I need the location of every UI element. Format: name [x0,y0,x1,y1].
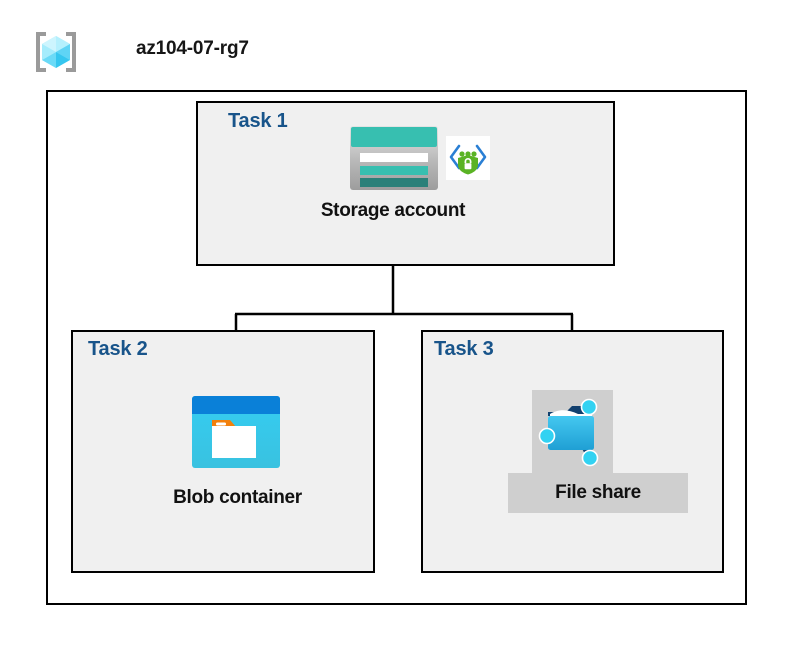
task-2-label: Task 2 [88,338,148,360]
task-1-label: Task 1 [228,110,288,132]
resource-group-name: az104-07-rg7 [136,38,249,59]
storage-account-icon [350,126,438,190]
file-share-label: File share [508,473,688,513]
resource-group-header: az104-07-rg7 [28,26,328,78]
blob-container-icon [192,396,280,468]
resource-group-cube-icon [32,28,80,76]
file-share-icon [534,392,612,472]
private-link-secure-icon [446,136,490,180]
storage-account-label: Storage account [320,200,466,221]
task-3-label: Task 3 [434,338,494,360]
blob-container-label: Blob container [173,487,302,508]
